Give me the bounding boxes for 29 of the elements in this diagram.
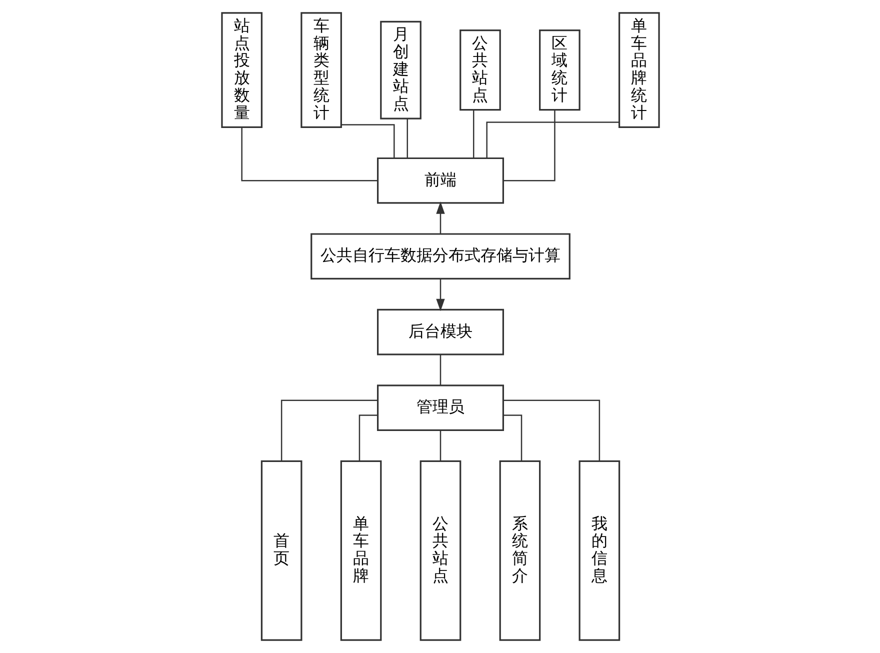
connector — [406, 118, 408, 158]
connector — [240, 127, 378, 182]
connector — [503, 414, 522, 462]
connector — [502, 110, 555, 182]
node-box: 单车品牌 — [340, 460, 382, 641]
node-box: 公共自行车数据分布式存储与计算 — [310, 233, 570, 280]
connector — [486, 122, 619, 158]
connector — [358, 414, 377, 462]
node-box: 后台模块 — [376, 308, 504, 356]
arrow — [436, 279, 444, 312]
connector — [472, 110, 474, 158]
node-box: 单车品牌统计 — [618, 12, 660, 128]
connector — [280, 400, 378, 462]
node-box: 前端 — [376, 157, 504, 204]
node-box: 我的信息 — [578, 460, 620, 641]
connector — [439, 354, 441, 386]
node-box: 站点投放数量 — [220, 12, 262, 128]
node-box: 公共站点 — [459, 30, 500, 111]
node-box: 月创建站点 — [380, 20, 421, 120]
connector — [340, 124, 394, 158]
node-box: 公共站点 — [419, 460, 461, 641]
node-box: 管理员 — [376, 384, 504, 431]
node-box: 首页 — [260, 460, 302, 641]
connector — [502, 400, 600, 462]
node-box: 系统简介 — [498, 460, 540, 641]
node-box: 区域统计 — [538, 30, 580, 111]
node-box: 车辆类型统计 — [300, 12, 342, 128]
connector — [439, 430, 441, 461]
arrow — [436, 201, 444, 234]
